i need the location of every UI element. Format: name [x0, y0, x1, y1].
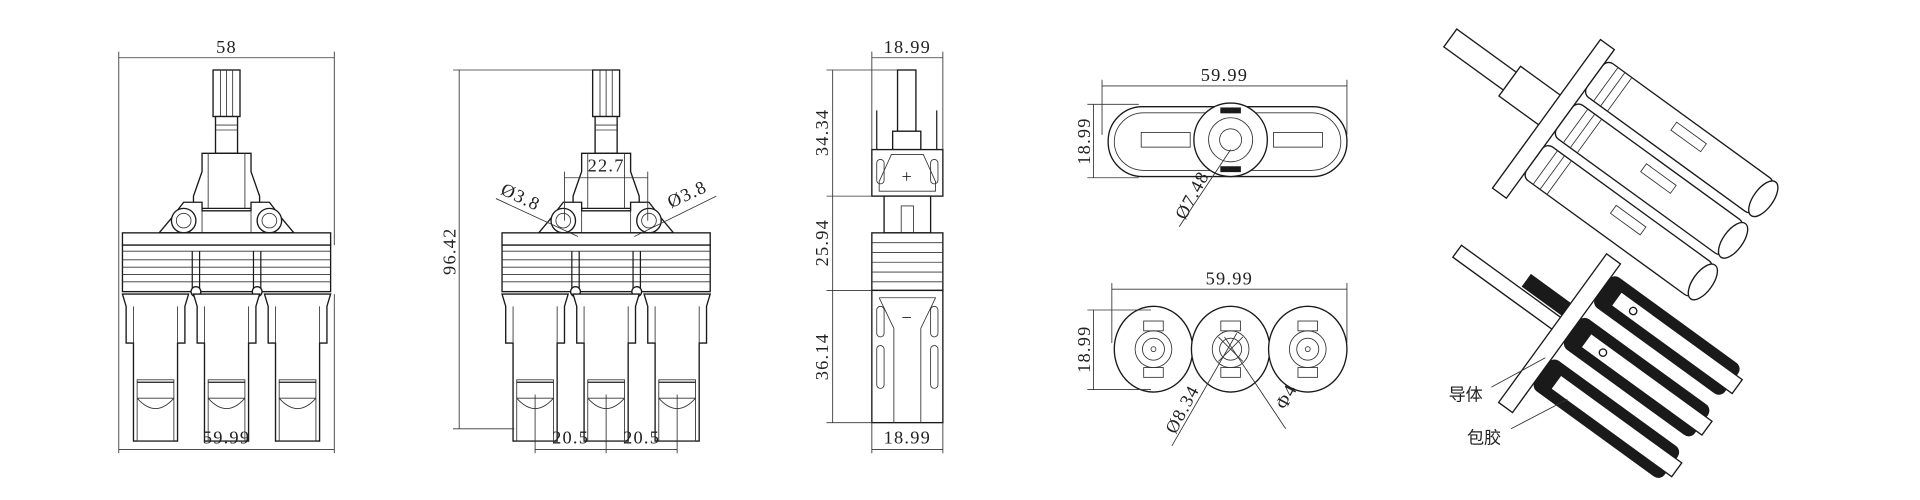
end-view-bottom: 59.99 18.99 Ø8.34 Φ4 [1074, 268, 1348, 447]
dim-width-top: 58 [216, 37, 237, 57]
dim-height: 18.99 [1074, 117, 1094, 164]
dim-diameter-outer: Ø8.34 [1161, 382, 1203, 437]
minus-mark: − [902, 307, 914, 327]
dim-width: 59.99 [1206, 268, 1253, 288]
dim-height: 96.42 [440, 228, 460, 275]
barrel [1524, 145, 1719, 301]
dim-height: 18.99 [1074, 325, 1094, 372]
connector-outline [502, 70, 710, 441]
dim-hole-left: Ø3.8 [498, 179, 544, 214]
dim-pitch-right: 20.5 [623, 427, 660, 447]
label-overmold: 包胶 [1467, 428, 1501, 448]
render-3d-section [1451, 244, 1744, 478]
label-conductor: 导体 [1449, 386, 1483, 406]
dim-height-middle: 25.94 [812, 219, 832, 266]
dim-width-bottom: 18.99 [884, 427, 931, 447]
front-view-dimensioned: 96.42 22.7 Ø3.8 Ø3.8 20.5 20.5 [440, 70, 717, 454]
socket-center [1190, 305, 1271, 393]
dim-width: 59.99 [1201, 65, 1248, 85]
barrel [1554, 103, 1749, 259]
dim-height-upper: 34.34 [812, 109, 832, 156]
barrel [1584, 61, 1779, 218]
dim-pitch-left: 20.5 [552, 427, 589, 447]
end-view-top: 59.99 18.99 Ø7.48 [1074, 65, 1348, 227]
connector-outline [122, 70, 330, 441]
dim-height-lower: 36.14 [812, 333, 832, 380]
dim-hub-width: 22.7 [588, 156, 625, 176]
plus-mark: + [902, 167, 914, 187]
side-view: + − 18.99 18.99 34.34 25.94 36.14 [812, 37, 944, 454]
dim-width-bottom: 59.99 [203, 427, 250, 447]
socket-left [1113, 305, 1194, 393]
socket-right [1267, 305, 1348, 393]
dim-width-top: 18.99 [884, 37, 931, 57]
render-3d-assembled [1442, 28, 1779, 301]
front-view: 58 59.99 [118, 37, 335, 454]
dim-hole-right: Ø3.8 [664, 176, 710, 211]
